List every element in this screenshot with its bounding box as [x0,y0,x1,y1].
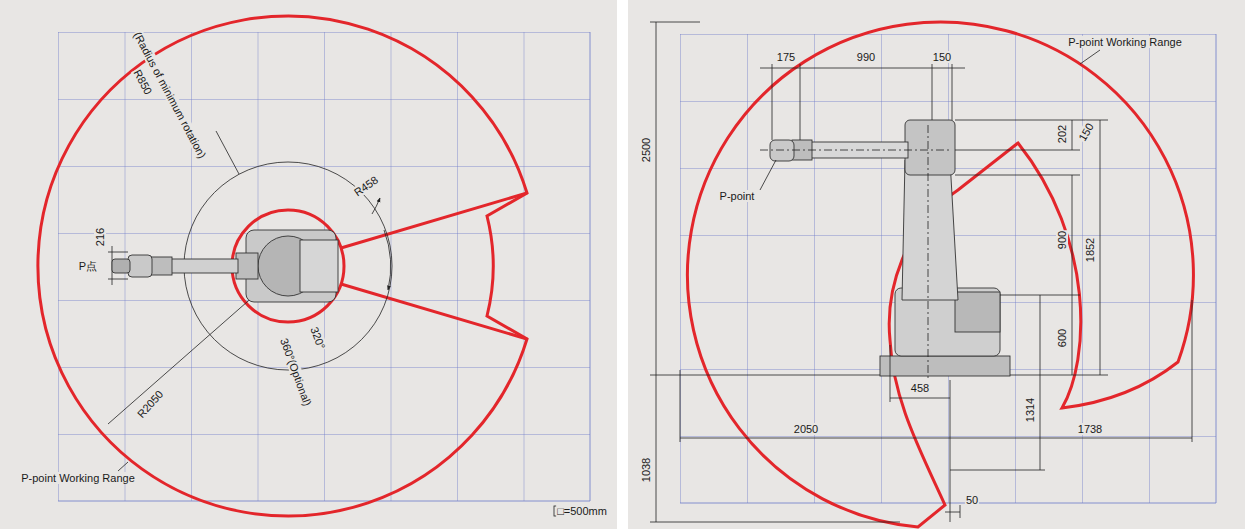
range-callout: P-point Working Range [20,472,136,484]
dimension-value: 175 [776,51,796,63]
point-label: P-point [719,190,756,202]
dimension-value: 2500 [640,137,652,163]
radius-dimension: R2050 [134,387,166,421]
robot-top-view [112,230,564,516]
side-view-range [687,22,1193,527]
left-panel [0,0,617,529]
dimension-value: 150 [932,51,952,63]
range-callout: P-point Working Range [1067,36,1183,48]
dimension-value: 1852 [1084,237,1096,263]
dimension-value: 1038 [640,457,652,483]
dimension-value: 990 [856,51,876,63]
top-view-annotations [108,131,392,471]
dimension-value: 150 [1076,120,1097,144]
side-view-dimensions [650,22,1192,522]
point-label: P点 [78,260,98,272]
dimension-value: 900 [1056,230,1068,250]
angle-dimension: 320° [308,324,328,351]
dimension-value: 600 [1056,328,1068,348]
grid-scale-note: □=500mm [556,505,608,517]
dimension-value: 216 [94,227,106,247]
dimension-value: 202 [1056,124,1068,144]
dimension-value: 458 [910,382,930,394]
right-panel [628,0,1245,529]
robot-side-view [770,120,1010,376]
angle-dimension: 360°(Optional) [278,336,314,409]
dimension-value: 2050 [793,423,819,435]
dimension-value: 50 [965,494,979,506]
dimension-value: 1314 [1024,397,1036,423]
grid [58,32,1216,503]
dimension-value: 1738 [1077,423,1103,435]
radius-dimension: R458 [351,173,381,199]
top-view-range [38,16,527,516]
